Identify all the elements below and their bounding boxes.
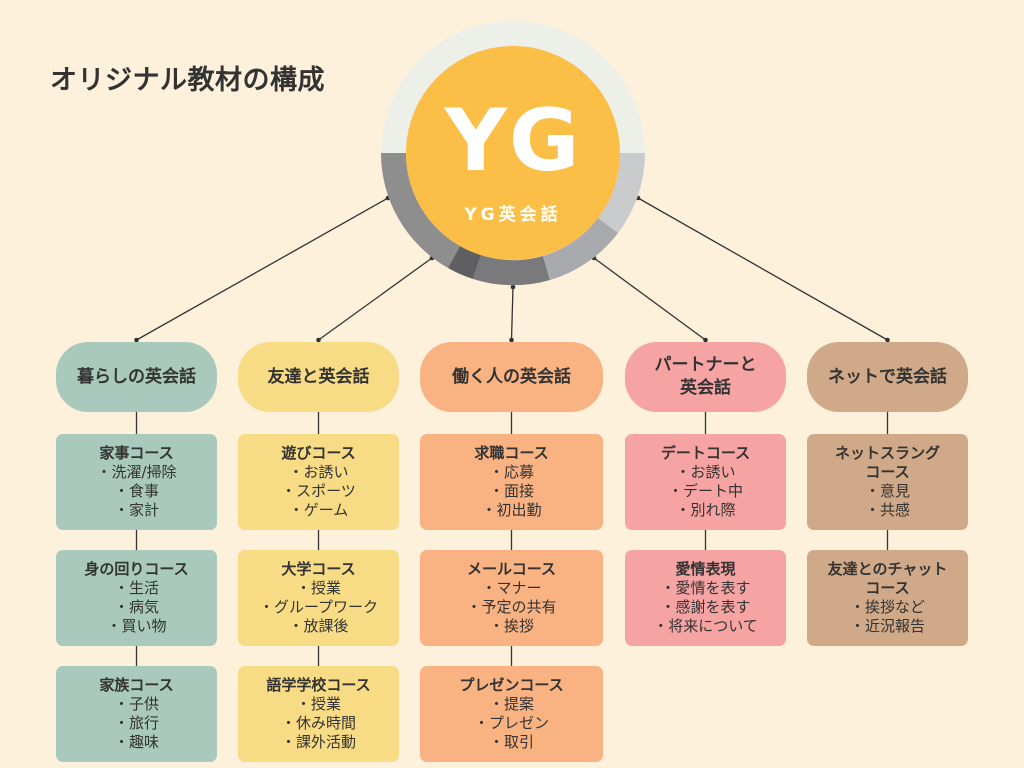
course-box: デートコース・お誘い・デート中・別れ際 (625, 434, 786, 530)
yg-logo: YG YG英会話 (380, 20, 646, 286)
connector-logo-to-header (593, 257, 706, 341)
course-box: プレゼンコース・提案・プレゼン・取引 (420, 666, 603, 762)
course-topic: ・愛情を表す (660, 579, 751, 597)
course-topic: ・買い物 (106, 617, 167, 635)
category-header-label: パートナーと英会話 (655, 354, 757, 400)
course-name: 身の回りコース (84, 560, 189, 578)
course-box: 大学コース・授業・グループワーク・放課後 (238, 550, 399, 646)
connector-dot (885, 337, 890, 343)
course-topic: ・家計 (113, 501, 159, 519)
course-name: 大学コース (281, 560, 356, 578)
course-topic: ・旅行 (113, 714, 159, 732)
course-topic: ・共感 (864, 501, 910, 519)
course-topic: ・マナー (481, 579, 542, 597)
course-topic: ・授業 (295, 579, 341, 597)
course-topic: ・病気 (113, 598, 159, 616)
course-name: 遊びコース (281, 444, 356, 462)
course-topic: ・課外活動 (280, 733, 356, 751)
category-header-line: 働く人の英会話 (452, 366, 571, 387)
category-header: 友達と英会話 (238, 342, 399, 412)
connector-dot (703, 337, 708, 343)
category-header-label: 暮らしの英会話 (77, 366, 196, 389)
connector-dot (510, 284, 516, 290)
course-topic: ・お誘い (288, 463, 349, 481)
connector-logo-to-header (510, 286, 514, 341)
course-topic: ・意見 (864, 482, 910, 500)
course-topic: ・子供 (113, 695, 159, 713)
course-name: 家族コース (99, 676, 174, 694)
course-topic: ・感謝を表す (660, 598, 751, 616)
course-topic: ・面接 (488, 482, 534, 500)
course-name: コース (865, 579, 910, 597)
category-header-line: 英会話 (680, 378, 731, 398)
course-topic: ・初出勤 (481, 501, 542, 519)
course-topic: ・応募 (488, 463, 534, 481)
course-topic: ・お誘い (675, 463, 736, 481)
category-header: 働く人の英会話 (420, 342, 603, 412)
course-name: プレゼンコース (459, 676, 564, 694)
course-topic: ・放課後 (288, 617, 349, 635)
course-topic: ・食事 (113, 482, 159, 500)
category-header-line: 友達と英会話 (267, 366, 370, 387)
course-box: 求職コース・応募・面接・初出勤 (420, 434, 603, 530)
category-header-line: ネットで英会話 (828, 366, 947, 387)
course-topic: ・提案 (488, 695, 534, 713)
course-box: 友達とのチャットコース・挨拶など・近況報告 (807, 550, 968, 646)
course-topic: ・別れ際 (675, 501, 736, 519)
course-box: 身の回りコース・生活・病気・買い物 (56, 550, 217, 646)
course-box: 家族コース・子供・旅行・趣味 (56, 666, 217, 762)
course-topic: ・近況報告 (849, 617, 925, 635)
course-box: 語学学校コース・授業・休み時間・課外活動 (238, 666, 399, 762)
category-header-label: 友達と英会話 (268, 366, 370, 389)
course-name: メールコース (467, 560, 556, 578)
course-box: メールコース・マナー・予定の共有・挨拶 (420, 550, 603, 646)
logo-subtitle: YG英会話 (464, 205, 562, 225)
connector-logo-to-header (136, 197, 389, 341)
course-topic: ・デート中 (667, 482, 743, 500)
category-header-label: 働く人の英会話 (452, 366, 571, 389)
category-header-line: パートナーと (654, 355, 757, 375)
category-header-label: ネットで英会話 (828, 366, 947, 389)
category-header-line: 暮らしの英会話 (77, 366, 196, 387)
course-name: ネットスラング (834, 444, 940, 462)
course-topic: ・挨拶など (849, 598, 925, 616)
course-topic: ・休み時間 (280, 714, 356, 732)
course-topic: ・生活 (113, 579, 159, 597)
course-name: コース (865, 463, 910, 481)
category-header: パートナーと英会話 (625, 342, 786, 412)
course-name: 友達とのチャット (827, 560, 948, 578)
course-topic: ・取引 (488, 733, 534, 751)
course-topic: ・ゲーム (288, 501, 349, 519)
course-name: 愛情表現 (675, 560, 736, 578)
course-topic: ・予定の共有 (466, 598, 557, 616)
logo-mark-text: YG (444, 91, 582, 191)
connector-logo-to-header (318, 257, 433, 341)
category-header: 暮らしの英会話 (56, 342, 217, 412)
logo-ring (380, 21, 645, 286)
course-topic: ・プレゼン (473, 714, 549, 732)
course-name: 家事コース (99, 444, 174, 462)
connector-dot (134, 337, 139, 343)
connector-logo-to-header (637, 197, 888, 341)
course-topic: ・将来について (653, 617, 758, 635)
course-name: デートコース (660, 444, 751, 462)
course-topic: ・挨拶 (488, 617, 534, 635)
course-topic: ・グループワーク (258, 598, 379, 616)
page-title: オリジナル教材の構成 (50, 65, 325, 96)
course-name: 求職コース (474, 444, 549, 462)
category-header: ネットで英会話 (807, 342, 968, 412)
course-topic: ・スポーツ (281, 482, 356, 500)
course-box: 家事コース・洗濯/掃除・食事・家計 (56, 434, 217, 530)
connector-dot (316, 337, 321, 343)
course-topic: ・洗濯/掃除 (96, 463, 177, 481)
course-box: ネットスラングコース・意見・共感 (807, 434, 968, 530)
course-topic: ・趣味 (113, 733, 159, 751)
course-box: 遊びコース・お誘い・スポーツ・ゲーム (238, 434, 399, 530)
course-topic: ・授業 (295, 695, 341, 713)
connector-dot (509, 337, 514, 343)
course-box: 愛情表現・愛情を表す・感謝を表す・将来について (625, 550, 786, 646)
course-name: 語学学校コース (266, 676, 371, 694)
